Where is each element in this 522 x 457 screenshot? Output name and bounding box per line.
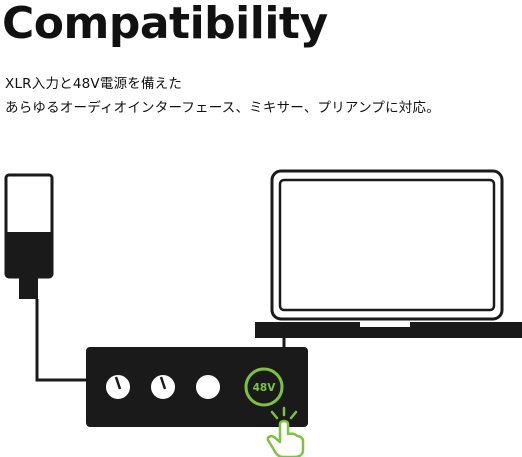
phantom-power-label: 48V [253, 382, 277, 394]
microphone-icon [4, 173, 54, 299]
page-title: Compatibility [2, 0, 328, 49]
description-line-2: あらゆるオーディオインターフェース、ミキサー、プリアンプに対応。 [5, 100, 440, 116]
laptop-icon [255, 169, 522, 338]
knob-3 [194, 373, 222, 401]
xlr-cable [35, 299, 86, 382]
knob-1 [104, 373, 132, 401]
knob-2 [149, 373, 177, 401]
pointing-hand-icon [266, 406, 305, 457]
phantom-power-button [244, 367, 284, 407]
description-line-1: XLR入力と48V電源を備えた [5, 76, 183, 92]
audio-interface-icon: 48V [86, 347, 308, 427]
